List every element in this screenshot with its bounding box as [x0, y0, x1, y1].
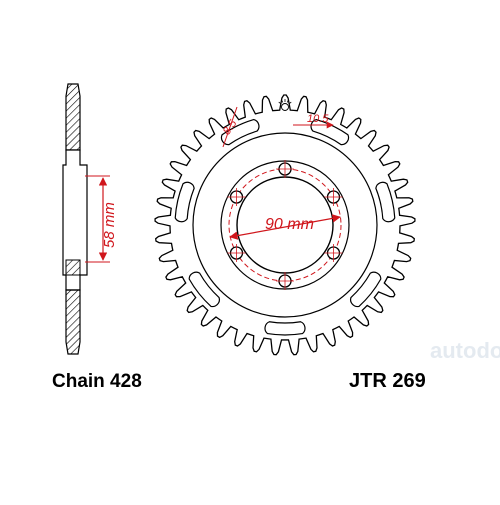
- lightening-slot: [188, 271, 220, 308]
- lightening-slot: [220, 118, 260, 146]
- lightening-slot: [264, 321, 306, 336]
- inner-web-ring: [192, 132, 378, 318]
- side-top-tooth: [65, 83, 81, 151]
- chain-size-label: Chain 428: [52, 371, 142, 392]
- bolt-circle: [228, 168, 342, 282]
- dimension-90-label: 90 mm: [265, 216, 314, 233]
- dimension-90-line: [229, 214, 341, 240]
- lightening-slot: [310, 118, 350, 146]
- part-number-label: JTR 269: [349, 370, 426, 392]
- side-mid-hatch: [65, 259, 81, 276]
- side-bottom-tooth: [65, 289, 81, 355]
- lightening-slot: [375, 181, 396, 223]
- dimension-58-label: 58 mm: [101, 202, 118, 248]
- lightening-slot: [350, 271, 382, 308]
- dimension-10-5-label: 10.5: [307, 113, 329, 125]
- watermark-text: autodoc: [430, 338, 500, 363]
- top-marker-ray: [288, 101, 292, 105]
- top-marker-ray: [286, 99, 289, 103]
- top-marker-symbol: [281, 103, 289, 111]
- sprocket-side-profile: 58 mm: [62, 83, 118, 355]
- dimension-8-5-leader: [222, 106, 238, 148]
- top-marker-ray: [281, 99, 284, 103]
- top-marker-ray: [278, 101, 282, 105]
- lightening-slot: [174, 181, 195, 223]
